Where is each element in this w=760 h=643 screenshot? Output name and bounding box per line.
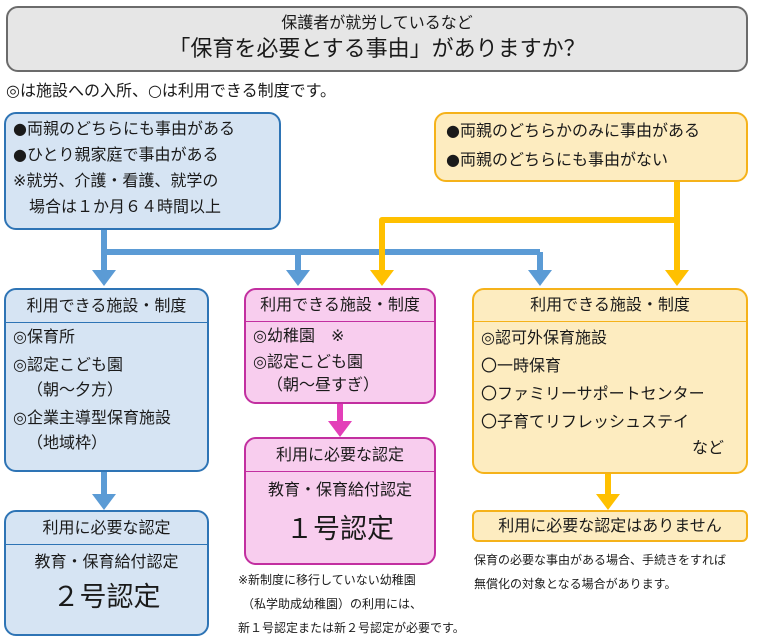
facility-item: 〇ファミリーサポートセンター — [481, 384, 705, 403]
certification-value: ２号認定 — [52, 582, 161, 613]
question-line1: 保護者が就労しているなど — [281, 13, 473, 32]
facility-item: （朝～昼すぎ） — [267, 375, 380, 394]
footnote-line: 新１号認定または新２号認定が必要です。 — [238, 621, 465, 635]
certification-header: 利用に必要な認定はありません — [498, 516, 722, 535]
facilities-box-middle: 利用できる施設・制度 ◎幼稚園 ※ ◎認定こども園 （朝～昼すぎ） — [244, 288, 436, 404]
condition-item: ●両親のどちらにも事由がある — [13, 119, 235, 138]
yellow-connector-branch — [379, 217, 680, 273]
legend-text: ◎は施設への入所、○は利用できる制度です。 — [6, 81, 337, 100]
certification-box-left: 利用に必要な認定 教育・保育給付認定 ２号認定 — [4, 510, 209, 636]
yellow-arrowhead-cert — [596, 494, 620, 510]
certification-box-right: 利用に必要な認定はありません — [472, 510, 748, 542]
facility-item: 〇子育てリフレッシュステイ — [481, 412, 690, 431]
blue-arrowhead-cert — [92, 494, 116, 510]
facilities-header: 利用できる施設・制度 — [474, 290, 746, 322]
condition-item: ●ひとり親家庭で事由がある — [13, 145, 219, 164]
footnote: ※新制度に移行していない幼稚園 （私学助成幼稚園）の利用には、 新１号認定または… — [238, 568, 465, 640]
condition-box-right: ●両親のどちらかのみに事由がある ●両親のどちらにも事由がない — [434, 112, 748, 182]
facility-item: ◎幼稚園 ※ — [253, 326, 345, 345]
facility-item: ◎認定こども園 — [13, 355, 123, 374]
condition-item: ●両親のどちらかのみに事由がある — [446, 121, 700, 140]
facility-item: （朝～夕方） — [27, 380, 124, 399]
question-box: 保護者が就労しているなど 「保育を必要とする事由」がありますか？ — [6, 6, 748, 72]
certification-value: １号認定 — [286, 514, 394, 545]
certification-box-middle: 利用に必要な認定 教育・保育給付認定 １号認定 — [244, 437, 436, 565]
condition-box-left: ●両親のどちらにも事由がある ●ひとり親家庭で事由がある ※就労、介護・看護、就… — [4, 112, 281, 230]
certification-header: 利用に必要な認定 — [6, 512, 207, 545]
blue-connector-trunk — [101, 230, 540, 255]
facility-item: 〇一時保育 — [481, 356, 562, 375]
blue-arrowhead-right — [528, 270, 552, 286]
pink-arrowhead — [328, 421, 352, 437]
facilities-box-left: 利用できる施設・制度 ◎保育所 ◎認定こども園 （朝～夕方） ◎企業主導型保育施… — [4, 288, 209, 472]
question-line2: 「保育を必要とする事由」がありますか？ — [168, 37, 586, 62]
facility-item: ◎保育所 — [13, 327, 75, 346]
blue-arrowhead-middle — [286, 270, 310, 286]
certification-note-line: 保育の必要な事由がある場合、手続きをすれば — [474, 553, 727, 567]
facility-item: ◎認可外保育施設 — [481, 328, 607, 347]
condition-item: ※就労、介護・看護、就学の — [13, 171, 219, 190]
certification-note: 保育の必要な事由がある場合、手続きをすれば 無償化の対象となる場合があります。 — [474, 548, 726, 596]
blue-arrowhead-left — [92, 270, 116, 286]
condition-item: 場合は１か月６４時間以上 — [13, 197, 222, 216]
yellow-arrowhead-middle — [370, 270, 394, 286]
facilities-box-right: 利用できる施設・制度 ◎認可外保育施設 〇一時保育 〇ファミリーサポートセンター… — [472, 288, 748, 474]
facility-item: （地域枠） — [27, 433, 108, 452]
footnote-line: ※新制度に移行していない幼稚園 — [238, 573, 416, 587]
facility-item: ◎企業主導型保育施設 — [13, 408, 171, 427]
footnote-line: （私学助成幼稚園）の利用には、 — [242, 597, 423, 611]
facilities-header: 利用できる施設・制度 — [6, 290, 207, 323]
facility-item-etc: など — [691, 438, 724, 457]
certification-sub: 教育・保育給付認定 — [34, 552, 179, 571]
facilities-header: 利用できる施設・制度 — [246, 290, 434, 322]
certification-note-line: 無償化の対象となる場合があります。 — [474, 577, 677, 591]
condition-item: ●両親のどちらにも事由がない — [446, 150, 668, 169]
certification-header: 利用に必要な認定 — [246, 439, 434, 472]
yellow-arrowhead-right — [665, 270, 689, 286]
certification-sub: 教育・保育給付認定 — [267, 480, 412, 499]
facility-item: ◎認定こども園 — [253, 352, 363, 371]
